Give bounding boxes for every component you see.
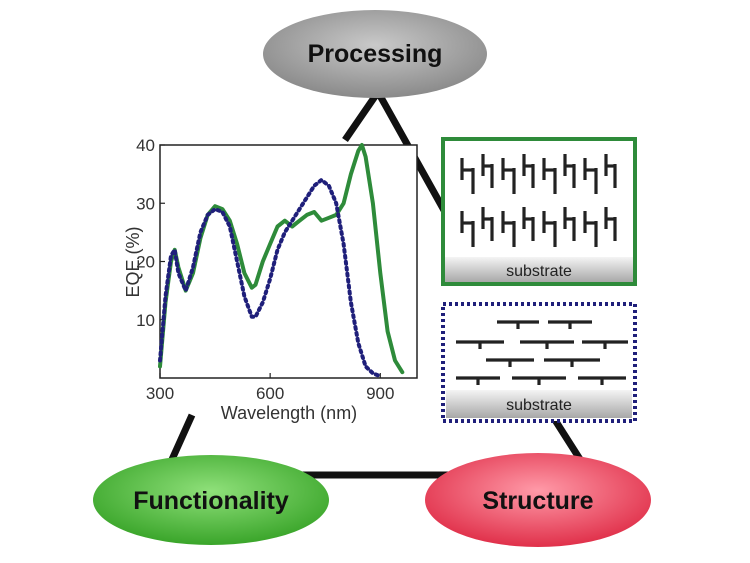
vertical-molecules <box>460 154 617 247</box>
vertical-molecule <box>460 154 494 194</box>
horizontal-molecule <box>486 358 534 367</box>
node-processing: Processing <box>263 10 487 98</box>
vertical-substrate-label: substrate <box>506 263 572 280</box>
y-tick-label: 10 <box>136 311 155 330</box>
vertical-molecule <box>542 207 576 247</box>
functionality-label: Functionality <box>133 487 289 515</box>
series-line-dotted <box>158 178 383 379</box>
eqe-chart: 300 600 900 10 20 30 40 Wavelength (nm) EQE (%… <box>123 136 418 423</box>
vertical-molecule <box>501 154 535 194</box>
y-tick-label: 20 <box>136 253 155 272</box>
x-tick-label: 300 <box>146 384 174 403</box>
vertical-orientation-panel: substrate <box>441 137 637 286</box>
vertical-substrate <box>445 257 633 282</box>
horizontal-molecule <box>582 340 628 349</box>
vertical-molecule <box>542 154 576 194</box>
chart-series <box>158 143 405 379</box>
horizontal-substrate <box>446 390 632 418</box>
processing-label: Processing <box>308 40 443 68</box>
functionality-ellipse <box>93 455 329 545</box>
horizontal-molecule <box>497 320 539 329</box>
chart-ticks: 300 600 900 10 20 30 40 <box>136 136 394 403</box>
vertical-molecule <box>460 207 494 247</box>
horizontal-molecule <box>520 340 574 349</box>
processing-ellipse <box>263 10 487 98</box>
horizontal-molecule <box>512 376 566 385</box>
plot-frame <box>159 144 418 379</box>
horizontal-molecule <box>544 358 600 367</box>
x-tick-label: 900 <box>366 384 394 403</box>
y-axis-title: EQE (%) <box>123 226 143 297</box>
vertical-molecule <box>583 207 617 247</box>
vertical-molecule <box>583 154 617 194</box>
horizontal-molecule <box>456 340 504 349</box>
horizontal-molecules <box>456 320 628 385</box>
structure-ellipse <box>425 453 651 547</box>
node-structure: Structure <box>425 453 651 547</box>
x-axis-title: Wavelength (nm) <box>221 403 357 423</box>
node-functionality: Functionality <box>93 455 329 545</box>
y-tick-label: 30 <box>136 194 155 213</box>
horizontal-molecule <box>578 376 626 385</box>
horizontal-molecule <box>548 320 592 329</box>
structure-label: Structure <box>482 487 593 515</box>
y-tick-label: 40 <box>136 136 155 155</box>
vertical-molecule <box>501 207 535 247</box>
x-tick-label: 600 <box>256 384 284 403</box>
horizontal-molecule <box>456 376 500 385</box>
horizontal-orientation-panel: substrate <box>441 302 637 423</box>
horizontal-substrate-label: substrate <box>506 397 572 414</box>
